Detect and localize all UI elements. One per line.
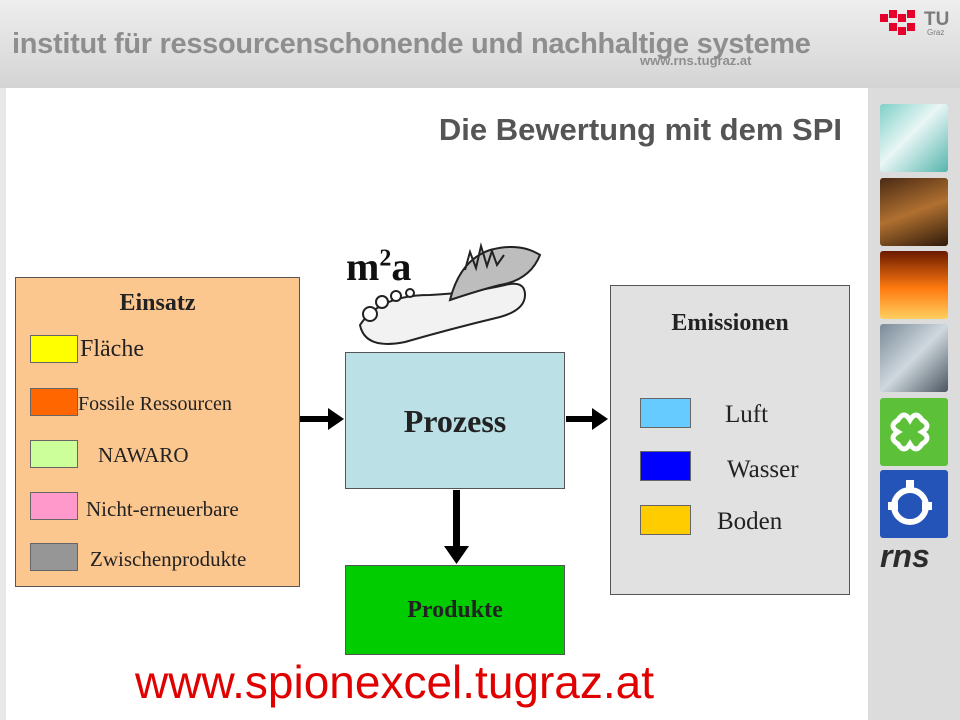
swatch-wasser — [640, 451, 691, 481]
plants-photo — [880, 178, 948, 246]
swatch-fossile — [30, 388, 78, 416]
emissionen-item-wasser: Wasser — [727, 456, 799, 483]
swatch-boden — [640, 505, 691, 535]
tu-graz-logo-icon — [880, 10, 915, 35]
arrow-prozess-to-produkte — [444, 490, 469, 564]
einsatz-item-nicht-erneuerbare: Nicht-erneuerbare — [86, 497, 239, 521]
swatch-luft — [640, 398, 691, 428]
prozess-box — [345, 352, 565, 489]
swatch-zwischenprodukte — [30, 543, 78, 571]
header-band — [0, 0, 960, 88]
einsatz-title: Einsatz — [119, 290, 196, 316]
fire-photo — [880, 251, 948, 319]
emissionen-item-luft: Luft — [725, 401, 769, 428]
swatch-nawaro — [30, 440, 78, 468]
arrow-prozess-to-emissionen — [566, 408, 608, 430]
slide-title: Die Bewertung mit dem SPI — [438, 112, 842, 147]
einsatz-item-fossile: Fossile Ressourcen — [78, 393, 232, 415]
tu-logo-subtext: Graz — [927, 28, 945, 37]
emissionen-title: Emissionen — [671, 310, 789, 336]
einsatz-item-flaeche: Fläche — [80, 336, 144, 362]
produkte-label: Produkte — [407, 597, 503, 623]
footer-url-link[interactable]: www.spionexcel.tugraz.at — [135, 656, 655, 708]
einsatz-item-zwischenprodukte: Zwischenprodukte — [90, 547, 247, 571]
swatch-flaeche — [30, 335, 78, 363]
molecule-photo — [880, 104, 948, 172]
tu-logo-text: TU — [924, 9, 950, 30]
pipes-photo — [880, 324, 948, 392]
unit-label: m2a — [346, 244, 412, 289]
einsatz-item-nawaro: NAWARO — [98, 443, 189, 467]
prozess-label: Prozess — [403, 403, 507, 439]
emissionen-box — [610, 285, 850, 595]
institute-name: institut für ressourcenschonende und nac… — [12, 28, 811, 60]
produkte-box — [345, 565, 565, 655]
rns-logo: rns — [880, 538, 930, 574]
institute-url[interactable]: www.rns.tugraz.at — [640, 53, 752, 68]
left-strip — [0, 88, 6, 720]
emissionen-item-boden: Boden — [717, 508, 783, 535]
footprint-icon — [358, 242, 542, 345]
gear-logo-tile — [880, 470, 948, 538]
einsatz-box — [15, 277, 300, 587]
arrow-einsatz-to-prozess — [300, 408, 344, 430]
swatch-nicht-erneuerbare — [30, 492, 78, 520]
green-logo-tile — [880, 398, 948, 466]
